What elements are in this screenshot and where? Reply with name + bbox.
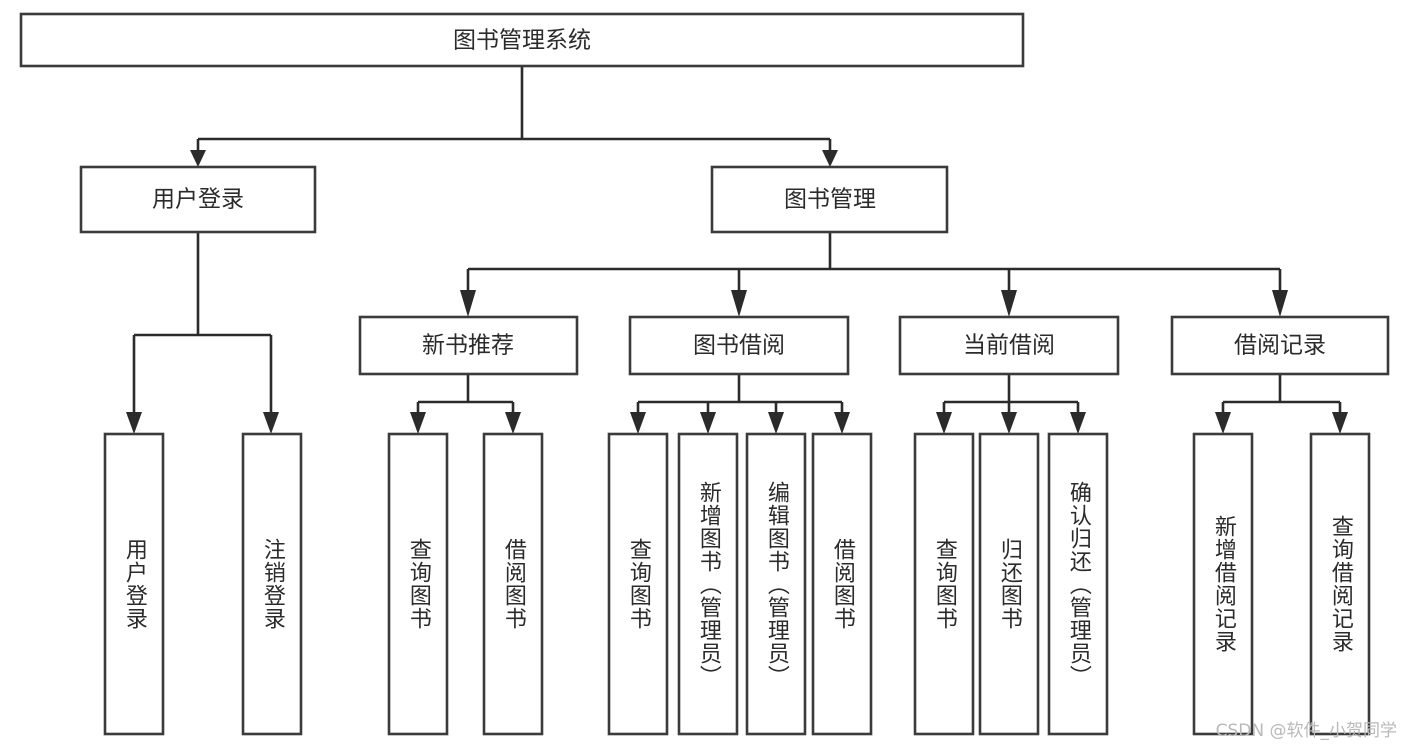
node-leaf-borrow-book-2-label: 借阅图书 [829,538,855,630]
node-book-borrow-box[interactable] [628,315,850,376]
node-root-label: 图书管理系统 [453,28,591,54]
connector-book-borrow-to-leaves [630,374,850,434]
node-leaf-return-book-label: 归还图书 [996,538,1022,630]
node-leaf-query-book-2-box[interactable] [607,432,669,736]
node-new-book-recommend-box[interactable] [358,315,579,376]
node-leaf-borrow-book-2-box[interactable] [811,432,873,736]
connector-book-management-to-level3 [460,232,1288,317]
arrow-head-leaf-confirm-return [1070,412,1086,434]
node-new-book-recommend-label: 新书推荐 [422,333,514,359]
node-leaf-query-book-1-box[interactable] [387,432,449,736]
arrow-head-leaf-query-borrow-record [1332,412,1348,434]
connector-borrow-record-to-leaves [1215,374,1348,434]
node-leaf-edit-book[interactable]: 编辑图书（管理员） [745,432,807,736]
node-book-management-label: 图书管理 [784,187,876,213]
node-leaf-borrow-book-1-label: 借阅图书 [500,538,526,630]
arrow-head-leaf-edit-book [768,412,784,434]
connector-user-login-to-leaves [126,232,279,434]
node-leaf-confirm-return[interactable]: 确认归还（管理员） [1047,432,1109,736]
node-borrow-record-label: 借阅记录 [1234,333,1326,359]
node-leaf-edit-book-label: 编辑图书（管理员） [763,480,789,688]
node-leaf-query-book-2-label: 查询图书 [625,538,651,630]
node-leaf-query-book-1-label: 查询图书 [405,538,431,630]
node-current-borrow-box[interactable] [898,315,1120,376]
arrow-head-book-borrow [731,290,747,317]
node-leaf-confirm-return-label: 确认归还（管理员） [1065,480,1091,688]
node-new-book-recommend[interactable]: 新书推荐 [358,315,579,376]
arrow-head-user-login [190,150,206,167]
arrow-head-book-management [822,150,838,167]
arrow-head-leaf-query-book-2 [630,412,646,434]
node-leaf-query-borrow-record-label: 查询借阅记录 [1327,515,1353,653]
node-user-login[interactable]: 用户登录 [79,165,317,234]
node-leaf-edit-book-box[interactable] [745,432,807,736]
arrow-head-leaf-query-book-3 [936,412,952,434]
node-user-login-label: 用户登录 [152,187,244,213]
node-leaf-query-book-3[interactable]: 查询图书 [913,432,975,736]
arrow-head-borrow-record [1272,290,1288,317]
node-leaf-borrow-book-1-box[interactable] [482,432,544,736]
node-leaf-user-login-label: 用户登录 [121,538,147,630]
arrow-head-leaf-add-book [700,412,716,434]
arrow-head-leaf-return-book [1001,412,1017,434]
node-leaf-user-login[interactable]: 用户登录 [103,432,165,736]
node-leaf-add-borrow-record[interactable]: 新增借阅记录 [1192,432,1254,736]
node-book-management-box[interactable] [710,165,949,234]
arrow-head-leaf-query-book-1 [410,412,426,434]
arrow-head-new-book-recommend [460,290,476,317]
node-leaf-logout-login-box[interactable] [241,432,303,736]
arrow-head-leaf-add-borrow-record [1215,412,1231,434]
node-leaf-user-login-box[interactable] [103,432,165,736]
node-borrow-record[interactable]: 借阅记录 [1170,315,1390,376]
connector-root-to-level2 [190,66,838,167]
node-leaf-query-book-1[interactable]: 查询图书 [387,432,449,736]
node-book-management[interactable]: 图书管理 [710,165,949,234]
node-current-borrow[interactable]: 当前借阅 [898,315,1120,376]
connector-current-borrow-to-leaves [936,374,1086,434]
node-leaf-return-book-box[interactable] [978,432,1040,736]
node-leaf-add-borrow-record-box[interactable] [1192,432,1254,736]
node-leaf-query-book-2[interactable]: 查询图书 [607,432,669,736]
node-book-borrow-label: 图书借阅 [693,333,785,359]
connector-new-book-recommend-to-leaves [410,374,521,434]
node-user-login-box[interactable] [79,165,317,234]
node-leaf-query-book-3-label: 查询图书 [931,538,957,630]
arrow-head-leaf-logout-login [263,412,279,434]
node-leaf-return-book[interactable]: 归还图书 [978,432,1040,736]
arrow-head-leaf-borrow-book-2 [834,412,850,434]
node-leaf-confirm-return-box[interactable] [1047,432,1109,736]
node-leaf-add-book-box[interactable] [677,432,739,736]
node-leaf-add-book[interactable]: 新增图书（管理员） [677,432,739,736]
arrow-head-current-borrow [1001,290,1017,317]
node-leaf-borrow-book-1[interactable]: 借阅图书 [482,432,544,736]
node-leaf-add-book-label: 新增图书（管理员） [695,480,721,688]
arrow-head-leaf-user-login [126,412,142,434]
node-current-borrow-label: 当前借阅 [963,333,1055,359]
node-leaf-query-borrow-record-box[interactable] [1309,432,1371,736]
node-root-box[interactable] [19,12,1025,68]
node-leaf-borrow-book-2[interactable]: 借阅图书 [811,432,873,736]
node-leaf-logout-login[interactable]: 注销登录 [241,432,303,736]
node-leaf-logout-login-label: 注销登录 [259,538,285,630]
node-borrow-record-box[interactable] [1170,315,1390,376]
node-root[interactable]: 图书管理系统 [19,12,1025,68]
arrow-head-leaf-borrow-book-1 [505,412,521,434]
node-leaf-add-borrow-record-label: 新增借阅记录 [1210,515,1236,653]
node-leaf-query-book-3-box[interactable] [913,432,975,736]
node-leaf-query-borrow-record[interactable]: 查询借阅记录 [1309,432,1371,736]
node-book-borrow[interactable]: 图书借阅 [628,315,850,376]
